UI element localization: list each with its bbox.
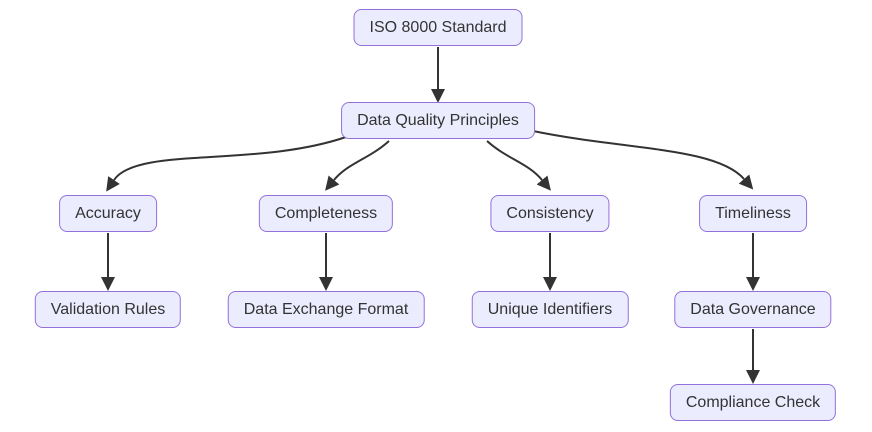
- node-data-governance: Data Governance: [674, 291, 832, 328]
- node-timeliness: Timeliness: [699, 195, 807, 232]
- node-data-quality-principles: Data Quality Principles: [341, 102, 535, 139]
- node-validation-rules: Validation Rules: [34, 291, 182, 328]
- node-accuracy: Accuracy: [59, 195, 157, 232]
- node-label: Data Governance: [690, 300, 816, 318]
- node-label: Timeliness: [715, 204, 791, 222]
- edge-data-quality-principles-to-accuracy: [106, 136, 347, 192]
- node-label: Consistency: [506, 204, 594, 222]
- node-label: Accuracy: [75, 204, 141, 222]
- node-label: Completeness: [274, 204, 378, 222]
- node-label: Data Quality Principles: [357, 111, 519, 129]
- node-label: Compliance Check: [685, 393, 821, 411]
- node-iso-8000-standard: ISO 8000 Standard: [353, 9, 523, 46]
- node-compliance-check: Compliance Check: [669, 384, 837, 421]
- node-unique-identifiers: Unique Identifiers: [471, 291, 629, 328]
- node-completeness: Completeness: [258, 195, 394, 232]
- node-label: Data Exchange Format: [243, 300, 409, 318]
- edge-data-quality-principles-to-completeness: [325, 140, 390, 191]
- node-label: Unique Identifiers: [487, 300, 613, 318]
- edge-data-quality-principles-to-consistency: [486, 140, 551, 191]
- edge-data-quality-principles-to-timeliness: [532, 130, 754, 190]
- node-label: Validation Rules: [50, 300, 166, 318]
- node-consistency: Consistency: [490, 195, 610, 232]
- node-label: ISO 8000 Standard: [369, 18, 507, 36]
- node-data-exchange-format: Data Exchange Format: [227, 291, 425, 328]
